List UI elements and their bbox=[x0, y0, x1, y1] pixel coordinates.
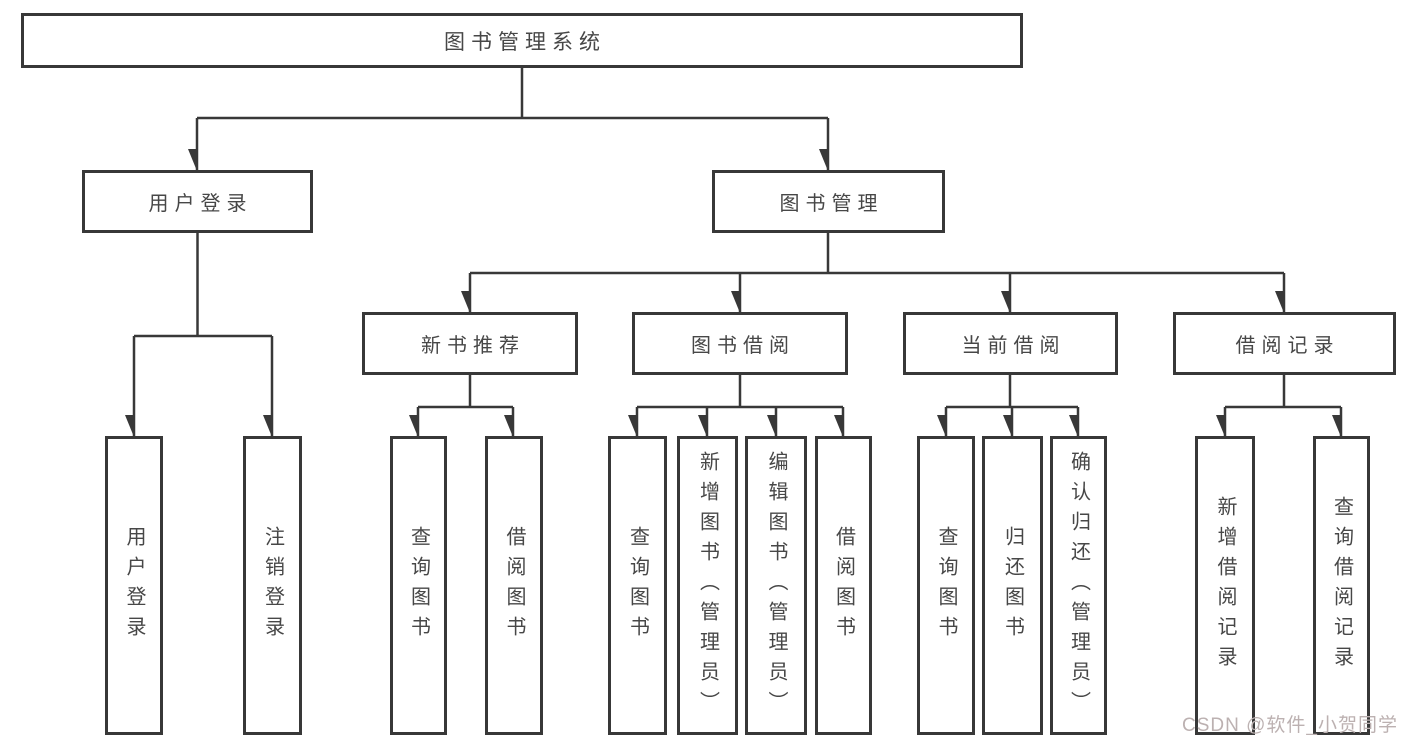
node-user-login-label: 用户登录 bbox=[148, 193, 253, 215]
node-book-borrow-label: 图书借阅 bbox=[691, 335, 795, 357]
leaf-query-books-borrow-label: 查询图书 bbox=[626, 525, 649, 646]
leaf-query-books-recommend-label: 查询图书 bbox=[407, 525, 430, 646]
connector-root-fork bbox=[197, 68, 828, 120]
node-borrow-records-label: 借阅记录 bbox=[1235, 335, 1340, 357]
connector-book-management-fork bbox=[470, 233, 1284, 275]
connector-user-login-fork bbox=[134, 233, 272, 338]
leaf-borrow-books: 借阅图书 bbox=[815, 436, 872, 735]
leaf-user-login: 用户登录 bbox=[105, 436, 163, 735]
leaf-add-books-admin-label: 新增图书（管理员） bbox=[696, 450, 719, 721]
leaf-borrow-books-recommend: 借阅图书 bbox=[485, 436, 543, 735]
leaf-borrow-books-recommend-label: 借阅图书 bbox=[503, 525, 525, 646]
node-current-borrow: 当前借阅 bbox=[903, 312, 1118, 375]
connector-current-fork bbox=[946, 375, 1078, 409]
leaf-query-borrow-record: 查询借阅记录 bbox=[1313, 436, 1370, 735]
leaf-edit-books-admin: 编辑图书（管理员） bbox=[745, 436, 807, 735]
leaf-add-books-admin: 新增图书（管理员） bbox=[677, 436, 738, 735]
leaf-add-borrow-record: 新增借阅记录 bbox=[1195, 436, 1255, 735]
leaf-logout-login: 注销登录 bbox=[243, 436, 302, 735]
leaf-borrow-books-label: 借阅图书 bbox=[832, 525, 855, 646]
leaf-query-books-borrow: 查询图书 bbox=[608, 436, 667, 735]
node-book-management-label: 图书管理 bbox=[779, 193, 884, 215]
node-borrow-records: 借阅记录 bbox=[1173, 312, 1396, 375]
connector-records-fork bbox=[1225, 375, 1341, 409]
node-book-management: 图书管理 bbox=[712, 170, 945, 233]
node-new-book-recommend: 新书推荐 bbox=[362, 312, 578, 375]
leaf-logout-login-label: 注销登录 bbox=[261, 525, 284, 646]
node-root-label: 图书管理系统 bbox=[444, 30, 606, 54]
leaf-query-borrow-record-label: 查询借阅记录 bbox=[1330, 495, 1353, 676]
connector-borrow-fork bbox=[637, 375, 843, 409]
node-user-login: 用户登录 bbox=[82, 170, 313, 233]
leaf-query-books-current: 查询图书 bbox=[917, 436, 975, 735]
node-new-book-recommend-label: 新书推荐 bbox=[421, 335, 525, 357]
node-current-borrow-label: 当前借阅 bbox=[961, 335, 1066, 357]
node-root: 图书管理系统 bbox=[21, 13, 1023, 68]
leaf-add-borrow-record-label: 新增借阅记录 bbox=[1214, 495, 1236, 676]
leaf-return-books-label: 归还图书 bbox=[1001, 525, 1024, 646]
leaf-confirm-return-admin-label: 确认归还（管理员） bbox=[1067, 450, 1090, 721]
leaf-query-books-current-label: 查询图书 bbox=[935, 525, 957, 646]
connector-recommend-fork bbox=[418, 375, 513, 409]
csdn-watermark: CSDN @软件_小贺同学 bbox=[1182, 715, 1398, 736]
leaf-confirm-return-admin: 确认归还（管理员） bbox=[1050, 436, 1107, 735]
leaf-query-books-recommend: 查询图书 bbox=[390, 436, 447, 735]
leaf-return-books: 归还图书 bbox=[982, 436, 1043, 735]
leaf-edit-books-admin-label: 编辑图书（管理员） bbox=[765, 450, 787, 721]
leaf-user-login-label: 用户登录 bbox=[123, 525, 145, 646]
node-book-borrow: 图书借阅 bbox=[632, 312, 848, 375]
